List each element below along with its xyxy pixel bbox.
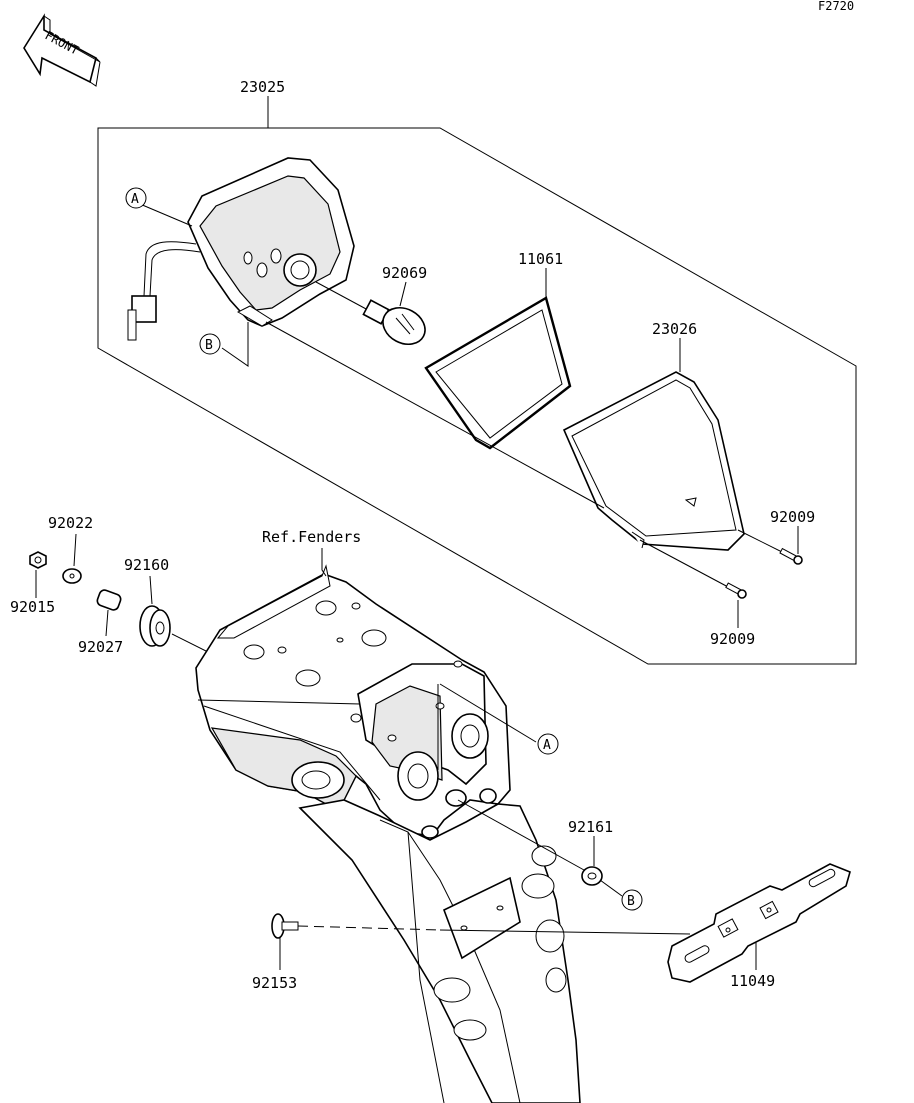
callout-a-bottom: A <box>543 738 551 753</box>
part-label-23025: 23025 <box>240 78 285 96</box>
rear-fender-bracket <box>195 564 581 1103</box>
assembly-line-right <box>737 529 787 555</box>
part-label-92009-bottom: 92009 <box>710 630 755 648</box>
tail-light-housing <box>127 157 355 341</box>
part-label-92022: 92022 <box>48 514 93 532</box>
bolt-92153 <box>271 913 299 939</box>
callout-b-bottom-circle <box>621 889 643 911</box>
front-arrow-icon: FRONT <box>23 13 101 87</box>
part-label-92009-top: 92009 <box>770 508 815 526</box>
license-bracket-11049 <box>667 863 851 983</box>
callout-b-bottom: B <box>627 894 635 909</box>
leader-92027 <box>105 609 109 637</box>
callout-a-top-circle <box>125 187 147 209</box>
washer-92022 <box>62 568 82 584</box>
leader-b-top <box>221 322 249 367</box>
grommet-92160 <box>139 605 171 647</box>
part-label-92027: 92027 <box>78 638 123 656</box>
assembly-outline <box>97 127 857 665</box>
leader-b-bottom <box>599 879 623 897</box>
figure-code: F2720 <box>818 0 854 13</box>
bulb <box>315 281 426 346</box>
leader-a-top <box>139 203 193 227</box>
collar-92027 <box>96 589 122 611</box>
part-label-92161: 92161 <box>568 818 613 836</box>
leader-92160 <box>149 575 153 605</box>
dash-line-92153 <box>297 925 441 931</box>
screw-upper <box>779 547 803 565</box>
leader-92022 <box>73 533 77 567</box>
grommet-92161 <box>581 866 603 886</box>
callout-a-bottom-circle <box>537 733 559 755</box>
assembly-line-92161 <box>457 799 585 871</box>
part-label-92069: 92069 <box>382 264 427 282</box>
part-label-23026: 23026 <box>652 320 697 338</box>
part-label-92153: 92153 <box>252 974 297 992</box>
reference-label: Ref.Fenders <box>262 528 361 546</box>
leader-a-bottom <box>439 683 537 743</box>
lens-gasket <box>424 296 572 450</box>
part-label-11049: 11049 <box>730 972 775 990</box>
part-label-92160: 92160 <box>124 556 169 574</box>
part-label-11061: 11061 <box>518 250 563 268</box>
nut-92015 <box>29 551 47 569</box>
assembly-line-upper <box>265 321 605 509</box>
tail-light-lens <box>562 371 745 551</box>
assembly-line-92153 <box>439 929 691 935</box>
assembly-line-lower <box>639 539 731 589</box>
leader-ref-fenders <box>321 548 327 577</box>
callout-b-top-circle <box>199 333 221 355</box>
callout-a-top: A <box>131 192 139 207</box>
leader-92069 <box>399 281 407 307</box>
callout-b-top: B <box>205 338 213 353</box>
part-label-92015: 92015 <box>10 598 55 616</box>
screw-lower <box>725 582 747 599</box>
